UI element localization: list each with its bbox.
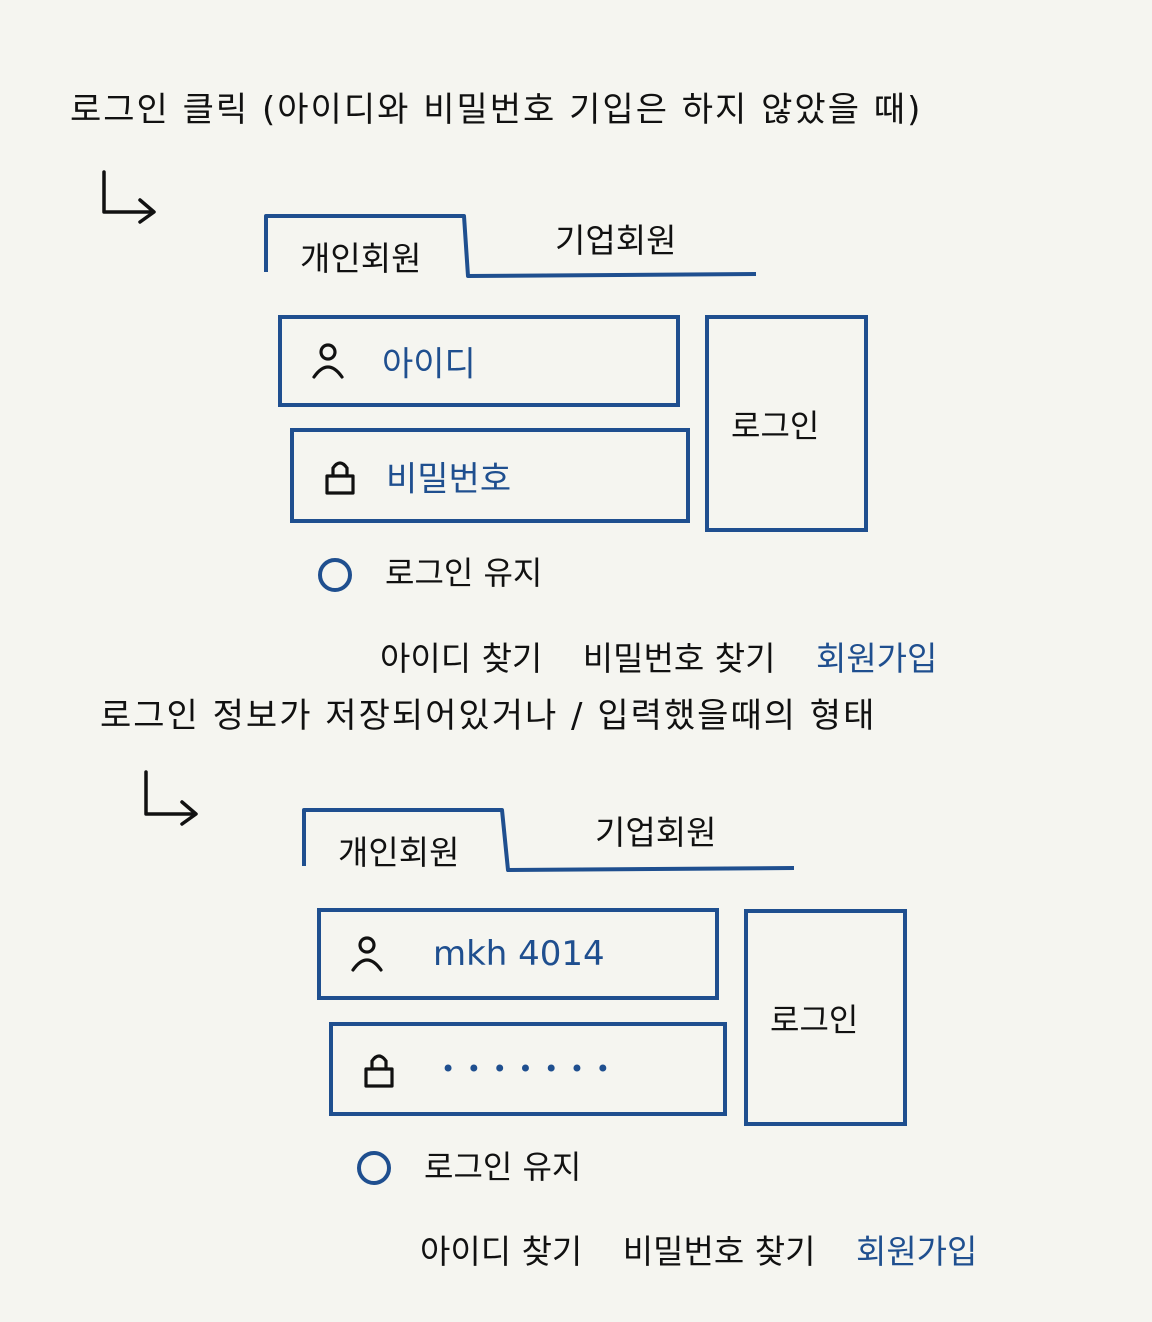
find-password-link[interactable]: 비밀번호 찾기 — [622, 1232, 816, 1271]
keep-login-label: 로그인 유지 — [424, 1148, 582, 1186]
tab-personal[interactable]: 개인회원 — [300, 239, 422, 278]
id-field-value: 아이디 — [382, 344, 476, 385]
person-icon — [351, 936, 383, 972]
id-field[interactable]: mkh 4014 — [317, 908, 719, 1000]
password-field[interactable]: • • • • • • • — [329, 1022, 727, 1116]
password-field[interactable]: 비밀번호 — [290, 428, 690, 523]
login-button-label: 로그인 — [731, 406, 820, 445]
tab-business[interactable]: 기업회원 — [555, 221, 677, 260]
find-password-link[interactable]: 비밀번호 찾기 — [582, 639, 776, 678]
id-field-value: mkh 4014 — [433, 934, 605, 974]
keep-login-label: 로그인 유지 — [385, 554, 543, 592]
signup-link[interactable]: 회원가입 — [855, 1232, 978, 1271]
keep-login-radio[interactable] — [357, 1151, 391, 1185]
login-button-label: 로그인 — [770, 1000, 859, 1039]
tab-personal[interactable]: 개인회원 — [338, 833, 460, 872]
section1-heading: 로그인 클릭 (아이디와 비밀번호 기입은 하지 않았을 때) — [70, 90, 923, 130]
auth-links: 아이디 찾기 비밀번호 찾기 회원가입 — [420, 1225, 977, 1273]
lock-icon — [364, 1054, 394, 1088]
lock-icon — [325, 460, 355, 495]
section2-arrow-icon — [144, 770, 198, 826]
id-field[interactable]: 아이디 — [278, 315, 680, 407]
keep-login-radio[interactable] — [318, 558, 352, 592]
auth-links: 아이디 찾기 비밀번호 찾기 회원가입 — [380, 632, 937, 680]
find-id-link[interactable]: 아이디 찾기 — [420, 1232, 583, 1271]
tab-business[interactable]: 기업회원 — [595, 813, 717, 852]
section2-heading: 로그인 정보가 저장되어있거나 / 입력했을때의 형태 — [100, 696, 877, 736]
section2-tab-outline — [302, 808, 795, 872]
password-field-value: • • • • • • • — [441, 1055, 612, 1083]
login-button[interactable]: 로그인 — [705, 315, 868, 532]
login-button[interactable]: 로그인 — [744, 909, 907, 1126]
section1-tab-outline — [264, 214, 757, 278]
password-field-value: 비밀번호 — [386, 459, 512, 499]
section1-arrow-icon — [102, 170, 156, 224]
person-icon — [312, 343, 344, 379]
find-id-link[interactable]: 아이디 찾기 — [380, 639, 543, 678]
signup-link[interactable]: 회원가입 — [815, 639, 938, 678]
